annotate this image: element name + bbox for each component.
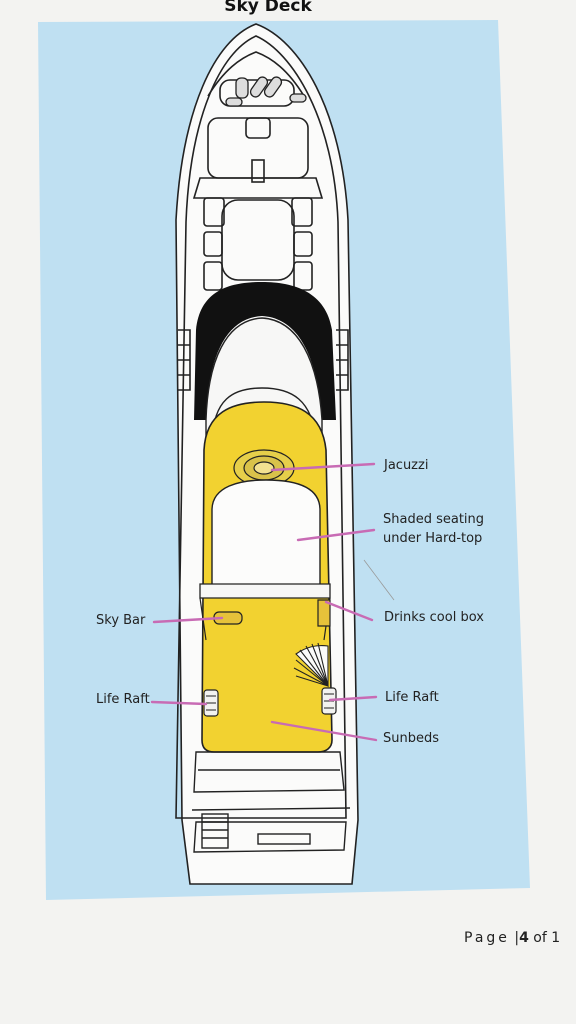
footer-page-word: Page — [464, 930, 510, 946]
spiral-stair — [293, 642, 329, 688]
page-title: Sky Deck — [224, 0, 312, 16]
label-sunbeds: Sunbeds — [383, 731, 440, 746]
footer-separator: | — [514, 930, 520, 946]
label-drinks-cool-box: Drinks cool box — [384, 610, 484, 625]
callout-drinks — [324, 600, 374, 622]
stern — [191, 751, 351, 853]
callout-sunbeds — [270, 720, 378, 742]
label-sky-bar: Sky Bar — [96, 613, 146, 628]
callout-jacuzzi — [270, 462, 376, 472]
callout-life-raft-right — [328, 695, 378, 702]
drinks-cool-box — [317, 599, 331, 627]
label-shaded-line1: Shaded seating — [383, 512, 485, 527]
windscreen — [194, 282, 336, 420]
hard-top — [211, 479, 321, 587]
label-jacuzzi: Jacuzzi — [384, 458, 429, 473]
callout-sky-bar — [152, 616, 224, 624]
callout-shaded — [296, 528, 376, 542]
callout-lines — [150, 462, 378, 742]
footer-of-text: of 1 — [533, 930, 561, 946]
bow-fittings — [225, 76, 307, 107]
jacuzzi — [233, 449, 295, 487]
page-footer: Page |4 of 1 — [464, 930, 560, 946]
label-life-raft-right: Life Raft — [385, 690, 439, 705]
footer-page-number: 4 — [519, 930, 529, 946]
callout-life-raft-left — [150, 700, 208, 706]
label-life-raft-left: Life Raft — [96, 692, 150, 707]
label-shaded-line2: under Hard-top — [383, 531, 483, 546]
